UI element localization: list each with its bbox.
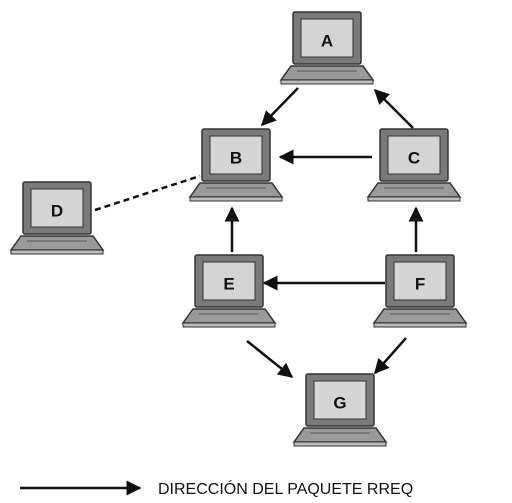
laptop-screen	[300, 18, 354, 58]
laptop-screen	[393, 261, 447, 301]
legend-label: DIRECCIÓN DEL PAQUETE RREQ	[158, 479, 413, 498]
legend: DIRECCIÓN DEL PAQUETE RREQ	[20, 479, 413, 498]
laptop-edge	[280, 79, 374, 85]
laptop-edge	[10, 249, 104, 255]
laptop-screen	[30, 188, 84, 228]
laptop-node-c: C	[366, 128, 462, 202]
edge-d-b	[94, 174, 201, 212]
laptop-screen	[387, 135, 441, 175]
laptop-edge	[182, 322, 276, 328]
edge-a-b	[260, 87, 299, 127]
laptop-edge	[373, 322, 467, 328]
laptop-base	[366, 182, 462, 198]
nodes: A B C D E F G	[9, 11, 468, 447]
laptop-edge	[189, 196, 283, 202]
laptop-node-d: D	[9, 181, 105, 255]
edge-e-g	[246, 340, 294, 378]
laptop-node-a: A	[279, 11, 375, 85]
node-label-c: C	[408, 148, 420, 167]
edges	[94, 87, 424, 378]
laptop-base	[181, 308, 277, 324]
node-label-d: D	[51, 201, 63, 220]
laptop-screen	[313, 380, 367, 420]
laptop-base	[372, 308, 468, 324]
laptop-base	[188, 182, 284, 198]
laptop-node-e: E	[181, 254, 277, 328]
node-label-a: A	[321, 31, 333, 50]
laptop-node-b: B	[188, 128, 284, 202]
node-label-g: G	[333, 393, 346, 412]
laptop-base	[279, 65, 375, 81]
laptop-screen	[202, 261, 256, 301]
laptop-screen	[209, 135, 263, 175]
node-label-b: B	[230, 148, 242, 167]
laptop-base	[292, 427, 388, 443]
node-label-e: E	[223, 274, 234, 293]
laptop-node-f: F	[372, 254, 468, 328]
edge-c-a	[373, 88, 414, 129]
laptop-edge	[293, 441, 387, 447]
laptop-base	[9, 235, 105, 251]
laptop-edge	[367, 196, 461, 202]
edge-f-g	[374, 337, 407, 375]
laptop-node-g: G	[292, 373, 388, 447]
node-label-f: F	[415, 274, 425, 293]
